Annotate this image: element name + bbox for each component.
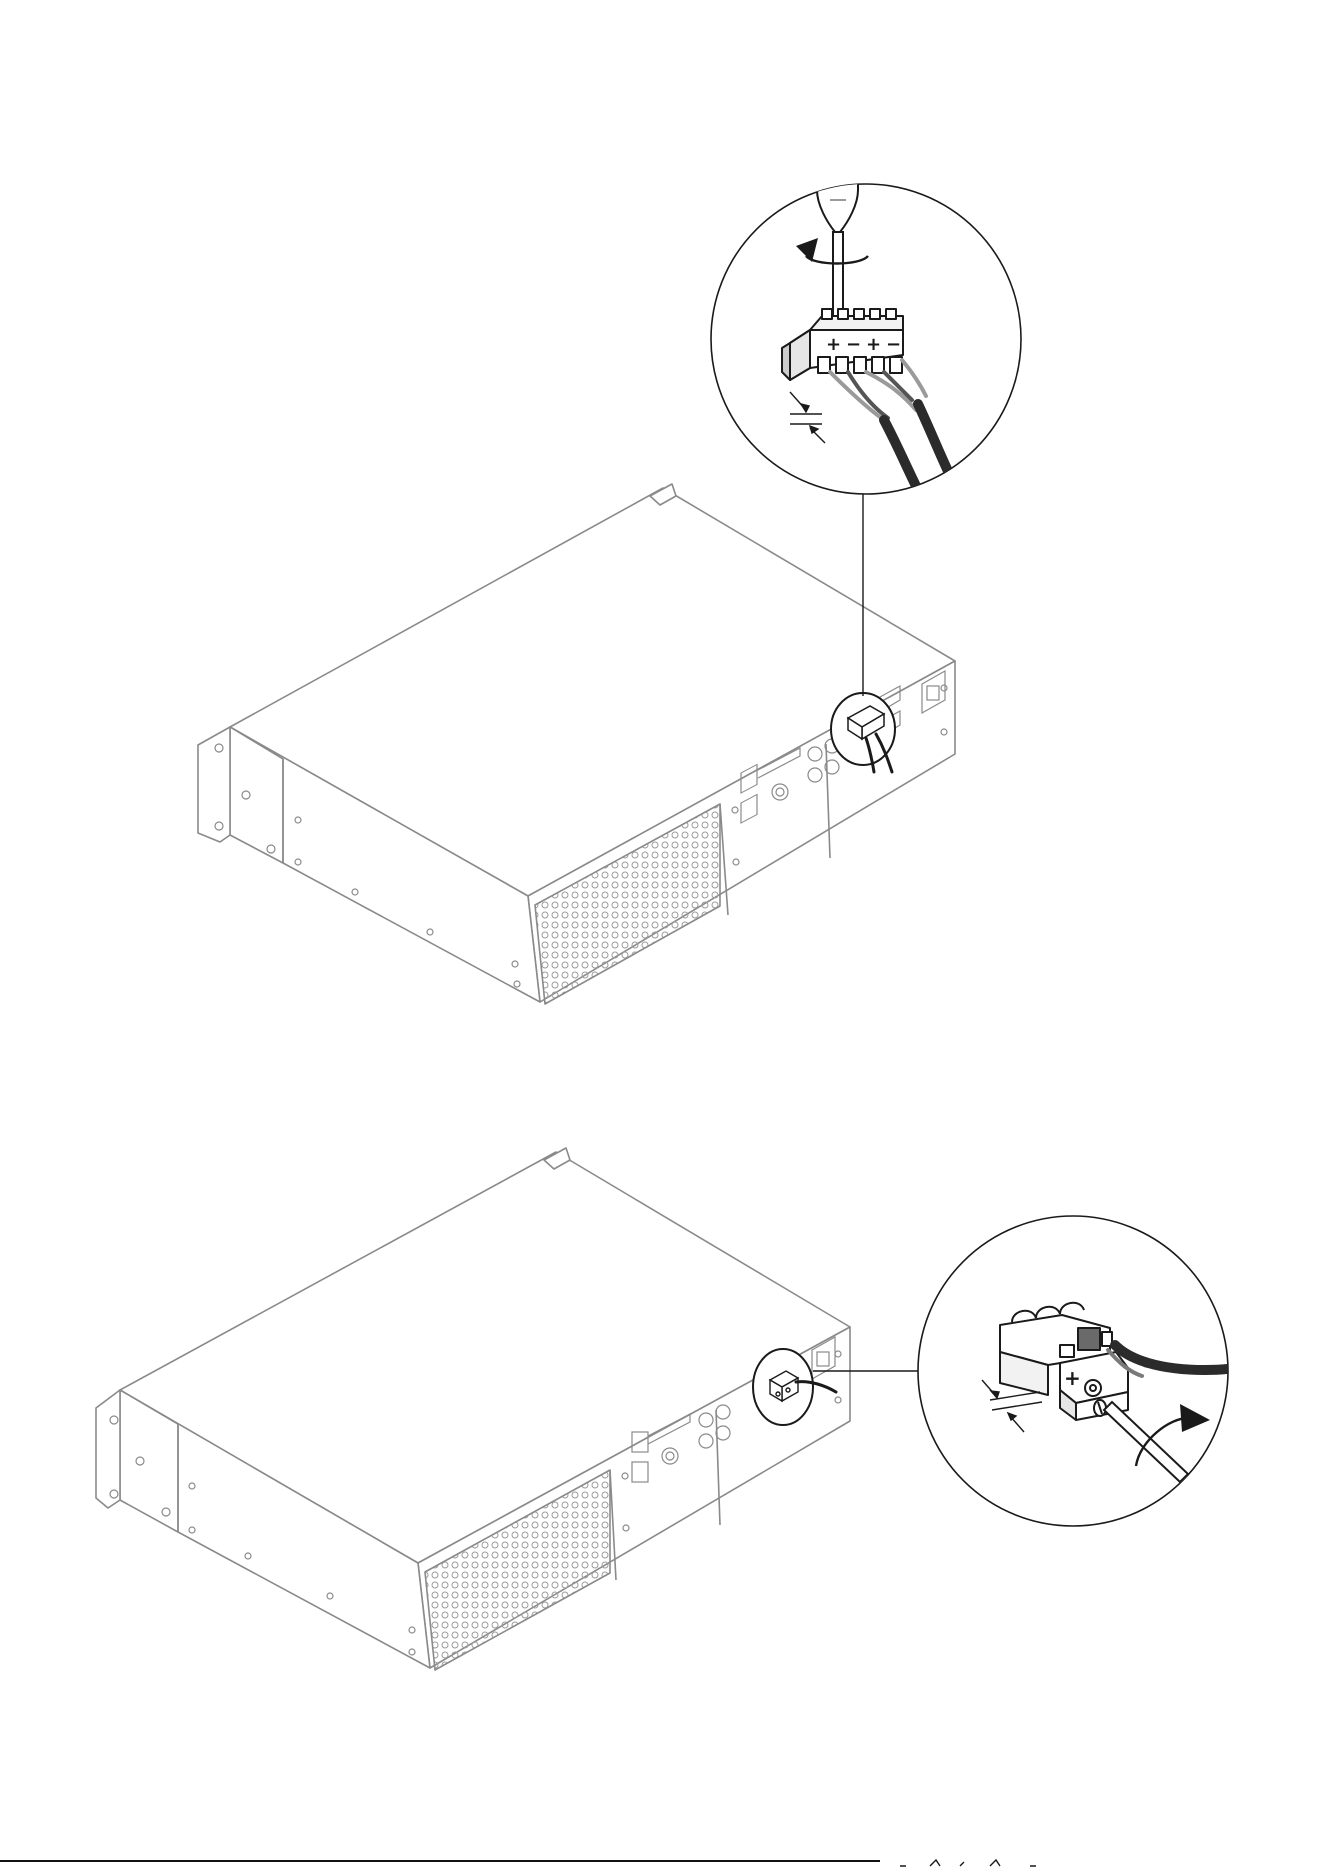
terminal-label-4: − [886,334,901,355]
terminal-label-3: + [866,334,881,355]
panel-bottom: + [96,1148,1280,1670]
terminal-label-2: − [846,334,861,355]
panel-top: + − + − [198,140,1021,1004]
terminal-label-plus: + [1064,1366,1081,1390]
amplifier-chassis-bottom [96,1148,850,1670]
footer-marks [900,1858,1060,1868]
terminal-label-1: + [826,334,841,355]
rack-ear-left [198,727,230,842]
footer-rule [0,1860,880,1862]
